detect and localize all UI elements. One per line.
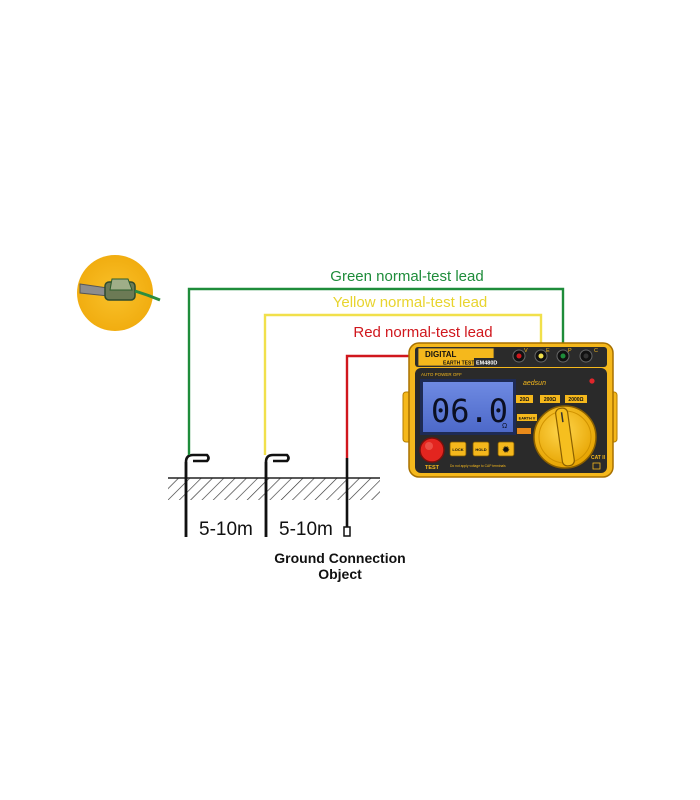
meter-title-line2: EARTH TESTER (443, 361, 482, 367)
backlight-button[interactable] (497, 441, 515, 457)
ground-object-label-line1: Ground Connection (274, 550, 405, 566)
terminal-c[interactable]: C (579, 348, 598, 363)
auto-power-off-label: AUTO POWER OFF (421, 372, 462, 377)
ground-object-label-line2: Object (318, 566, 362, 582)
earth-tester-meter: DIGITAL EARTH TESTER EM480D V E P C AUTO… (402, 342, 618, 478)
red-lead-label: Red normal-test lead (353, 324, 492, 341)
ground (168, 477, 380, 500)
terminal-v-label: V (524, 348, 528, 354)
yellow-test-lead (263, 313, 543, 455)
range-selector-knob[interactable] (533, 405, 597, 469)
terminal-e-label: E (546, 348, 550, 354)
ground-stake-1 (184, 453, 210, 537)
meter-brand: aedsun (523, 380, 546, 387)
test-button[interactable] (419, 437, 445, 463)
meter-title-line1: DIGITAL (425, 350, 457, 359)
range-label-2000: 2000Ω (568, 397, 583, 403)
green-lead-label: Green normal-test lead (330, 268, 483, 285)
warning-label: Do not apply voltage to CAP terminals (450, 464, 506, 468)
ground-hatch (168, 478, 380, 500)
lock-button[interactable] (449, 441, 467, 457)
double-insulation-icon (592, 462, 601, 470)
terminal-p-label: P (568, 348, 572, 354)
off-position-marker (517, 428, 531, 434)
lcd-display (423, 382, 513, 432)
terminal-p[interactable]: P (556, 348, 572, 363)
clip-closeup-inset (77, 255, 161, 331)
category-label: CAT II (591, 455, 606, 461)
backlight-icon: ✹ (502, 445, 510, 456)
meter-model: EM480D (476, 361, 497, 367)
terminal-c-label: C (594, 348, 598, 354)
range-label-20: 20Ω (520, 397, 530, 403)
lock-button-label: LOCK (452, 447, 463, 452)
test-button-label: TEST (425, 465, 440, 471)
lcd-unit: Ω (502, 423, 507, 430)
range-label-200: 200Ω (544, 397, 556, 403)
ground-connection-rod (343, 458, 351, 537)
terminal-v[interactable]: V (512, 348, 528, 363)
power-indicator-led (589, 378, 595, 384)
distance-label-1: 5-10m (199, 519, 253, 540)
hold-button-label: HOLD (475, 447, 486, 452)
lcd-reading: 06.0 (431, 392, 508, 430)
hold-button[interactable] (472, 441, 490, 457)
distance-label-2: 5-10m (279, 519, 333, 540)
yellow-lead-label: Yellow normal-test lead (333, 294, 488, 311)
mode-label: EARTH V (519, 417, 536, 421)
terminal-e[interactable]: E (534, 348, 550, 363)
green-test-lead (187, 287, 565, 455)
ground-stake-2 (264, 453, 290, 537)
